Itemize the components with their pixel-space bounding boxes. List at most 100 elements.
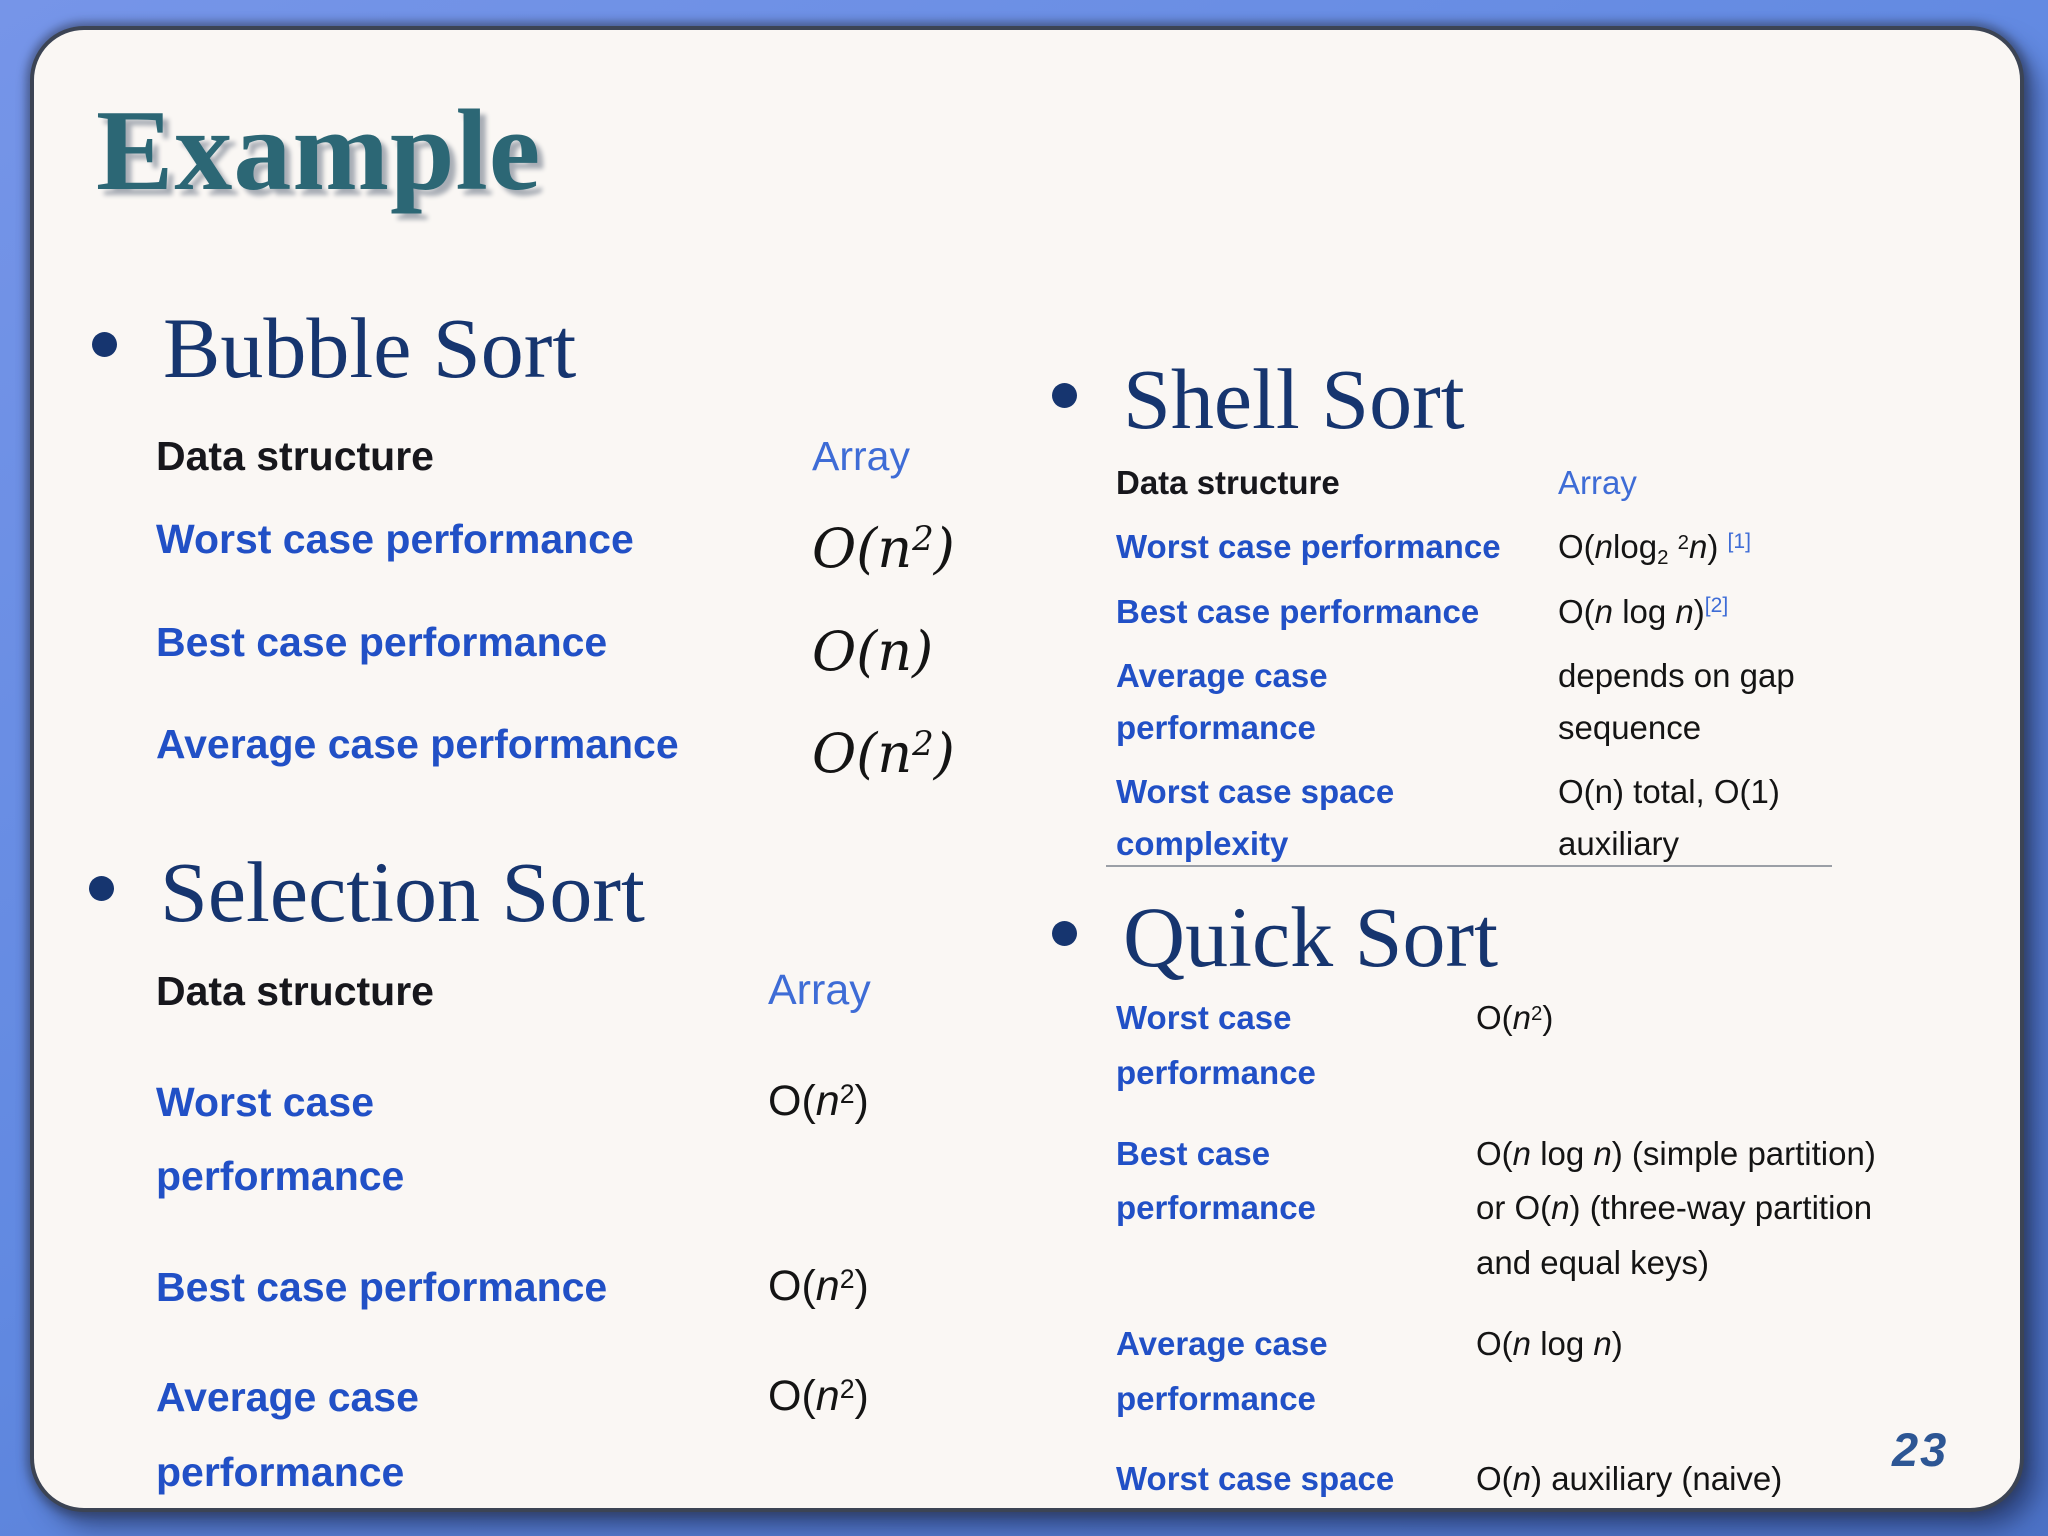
value-segment: O(	[1558, 592, 1595, 630]
value-segment: 2	[1677, 531, 1689, 555]
table-row-value: O(n log n) (simple partition) or O(n) (t…	[1476, 1127, 1876, 1291]
value-segment: n	[1594, 528, 1614, 566]
table-row-value: Array	[768, 954, 871, 1027]
value-segment: n	[1512, 1134, 1532, 1172]
value-segment: n	[1594, 592, 1614, 630]
table-row-label: Data structure	[156, 968, 434, 1014]
table-row-value: O(n log n)[2]	[1558, 586, 1795, 637]
value-segment: O(	[1558, 528, 1595, 566]
bullet-icon	[92, 332, 117, 357]
value-segment: O(	[768, 1372, 816, 1421]
value-segment: 2	[839, 1263, 855, 1294]
section-bubble-sort-heading: Bubble Sort	[92, 300, 576, 396]
bullet-icon	[1052, 383, 1077, 408]
table-row-label: Worst case space complexity	[1116, 773, 1395, 862]
value-segment: log	[1613, 592, 1676, 630]
value-segment: log	[1531, 1324, 1594, 1362]
table-row-value: O(n) auxiliary (naive)	[1476, 1452, 1876, 1507]
value-segment: n	[1512, 1460, 1532, 1498]
value-segment: )	[933, 517, 955, 581]
value-segment: n	[1551, 1189, 1570, 1227]
table-row-label: Average case performance	[1116, 657, 1328, 746]
table-row-label: Worst case performance	[1116, 999, 1316, 1091]
value-segment: )	[1611, 1324, 1623, 1362]
value-segment: ) auxiliary (naive)	[1531, 1460, 1783, 1498]
value-segment: O(n	[812, 517, 913, 581]
section-heading-text: Selection Sort	[160, 844, 645, 940]
table-divider	[1106, 865, 1832, 867]
value-segment: n	[1593, 1134, 1612, 1172]
value-segment: ) (simple partition) or O(	[1476, 1134, 1876, 1227]
section-shell-sort-heading: Shell Sort	[1052, 351, 1465, 447]
value-segment: 2	[1657, 545, 1669, 569]
value-segment: n	[815, 1261, 840, 1310]
value-segment: log	[1531, 1134, 1594, 1172]
value-segment: O(	[1476, 1134, 1513, 1172]
value-segment: )	[854, 1372, 869, 1421]
table-row-value: O(n2)	[768, 1250, 871, 1323]
link-text: Array	[768, 966, 871, 1014]
table-row-value: O(n) total, O(1) auxiliary	[1558, 766, 1795, 869]
value-segment: [2]	[1704, 594, 1729, 618]
value-segment: O(n	[812, 722, 913, 786]
table-row-label: Data structure	[156, 433, 434, 479]
value-segment: 2	[1531, 1001, 1543, 1025]
table-row-label: Average case performance	[156, 721, 679, 768]
table-row-value: Array	[812, 427, 955, 486]
section-heading-text: Bubble Sort	[163, 300, 577, 396]
page-number: 23	[1892, 1423, 1949, 1476]
value-segment: O(	[768, 1261, 816, 1310]
value-segment: depends on gap sequence	[1558, 657, 1795, 746]
value-segment: n	[1512, 1324, 1532, 1362]
section-heading-text: Shell Sort	[1123, 351, 1465, 447]
value-segment: )	[1542, 999, 1554, 1036]
bullet-icon	[89, 876, 114, 901]
value-segment: log	[1613, 528, 1658, 566]
table-row-value: Array	[1558, 457, 1795, 508]
value-segment: 2	[839, 1078, 855, 1109]
value-segment: n	[1512, 999, 1532, 1036]
bullet-icon	[1052, 921, 1077, 946]
table-row-label: Average case performance	[156, 1374, 419, 1496]
value-segment	[1668, 528, 1677, 565]
value-segment: 2	[912, 724, 934, 765]
table-row-label: Worst case space	[1116, 1460, 1395, 1498]
value-segment: )	[1707, 528, 1728, 566]
section-selection-sort-heading: Selection Sort	[89, 844, 645, 940]
value-segment: )	[933, 722, 955, 786]
value-segment: O(	[1476, 1324, 1513, 1362]
value-segment: )	[854, 1261, 869, 1310]
table-row-label: Worst case performance	[156, 1078, 405, 1200]
value-segment: [1]	[1727, 529, 1752, 553]
value-segment: )	[1693, 592, 1705, 630]
table-row-label: Best case performance	[1116, 1134, 1316, 1227]
table-row-label: Data structure	[1116, 464, 1340, 501]
value-segment: n	[1689, 528, 1708, 566]
table-row-label: Worst case performance	[1116, 528, 1501, 566]
value-segment: n	[1593, 1324, 1612, 1362]
table-row-value: O(n2)	[1476, 991, 1876, 1046]
table-row-value: O(n2)	[812, 715, 955, 793]
value-segment: n	[815, 1076, 840, 1125]
value-segment: O(	[1476, 1460, 1513, 1498]
section-heading-text: Quick Sort	[1123, 889, 1499, 985]
value-segment: ) (three-way partition and equal keys)	[1476, 1189, 1873, 1282]
value-segment: O(n)	[812, 619, 934, 683]
link-text: Array	[1558, 464, 1637, 501]
table-row-value: O(n2)	[768, 1360, 871, 1433]
table-row-value: depends on gap sequence	[1558, 650, 1795, 753]
table-row-value: O(n)	[812, 613, 955, 691]
link-text: Array	[812, 433, 910, 479]
table-row-value: O(nlog2 2n) [1]	[1558, 521, 1795, 572]
value-segment: O(	[768, 1076, 816, 1125]
table-row-value: O(n log n)	[1476, 1317, 1876, 1372]
table-row-value: O(n2)	[812, 510, 955, 588]
table-row-label: Best case performance	[1116, 592, 1480, 630]
value-segment: 2	[912, 519, 934, 560]
value-segment: n	[1675, 592, 1694, 630]
